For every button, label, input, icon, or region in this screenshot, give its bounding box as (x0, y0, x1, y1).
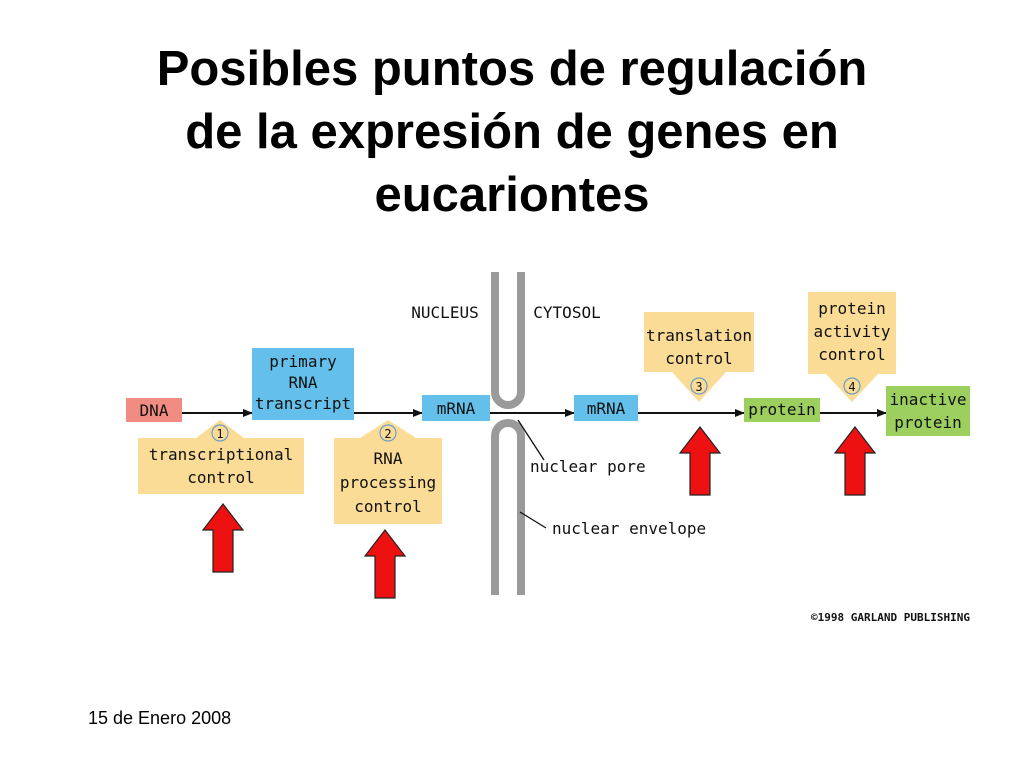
control-2-label-1: RNA (374, 449, 403, 468)
red-up-arrow-icon (678, 426, 722, 496)
control-3-label-2: control (665, 349, 732, 368)
control-1-label-1: transcriptional (149, 445, 294, 464)
red-arrow-3 (678, 426, 722, 496)
footer-date: 15 de Enero 2008 (88, 708, 232, 728)
nuclear-envelope-leader (519, 511, 547, 529)
nuclear-envelope-label: nuclear envelope (552, 519, 706, 538)
mrna-cytosol-box: mRNA (574, 395, 638, 421)
control-point-3: translation control 3 (644, 312, 754, 402)
control-2-number-circle (379, 424, 397, 442)
inactive-protein-box: inactive protein (886, 386, 970, 436)
red-arrow-2 (363, 529, 407, 599)
control-point-1: 1 transcriptional control (138, 420, 304, 494)
red-up-arrow-icon (201, 503, 245, 573)
red-arrow-1 (201, 503, 245, 573)
primary-rna-box: primary RNA transcript (252, 348, 354, 420)
dna-box: DNA (126, 398, 182, 422)
title-line-1: Posibles puntos de regulación (156, 42, 868, 96)
primary-rna-label-3: transcript (255, 394, 351, 413)
primary-rna-label-1: primary (269, 352, 337, 371)
control-4-label-1: protein (818, 299, 885, 318)
control-4-number: 4 (848, 380, 855, 394)
control-1-number: 1 (216, 427, 223, 441)
title-line-2: de la expresión de genes en (185, 105, 839, 159)
control-4-label-3: control (818, 345, 885, 364)
cytosol-label: CYTOSOL (533, 303, 600, 322)
control-3-number: 3 (695, 380, 702, 394)
red-up-arrow-icon (363, 529, 407, 599)
nucleus-label: NUCLEUS (411, 303, 478, 322)
protein-box: protein (744, 398, 820, 422)
mrna-nucleus-label: mRNA (437, 399, 476, 418)
control-point-4: protein activity control 4 (808, 292, 896, 402)
mrna-cytosol-label: mRNA (587, 399, 626, 418)
mrna-nucleus-box: mRNA (422, 395, 490, 421)
dna-label: DNA (140, 401, 169, 420)
control-point-2: 2 RNA processing control (334, 420, 442, 524)
primary-rna-label-2: RNA (289, 373, 318, 392)
nuclear-pore-leader (517, 419, 545, 461)
control-4-label-2: activity (813, 322, 890, 341)
inactive-protein-label-2: protein (894, 413, 961, 432)
nuclear-pore-label: nuclear pore (530, 457, 646, 476)
control-4-number-circle (843, 377, 861, 395)
title-line-3: eucariontes (374, 168, 650, 222)
nuclear-envelope (491, 272, 525, 595)
control-3-number-circle (690, 377, 708, 395)
control-3-label-1: translation (646, 326, 752, 345)
control-2-label-2: processing (340, 473, 436, 492)
control-2-number: 2 (384, 427, 391, 441)
inactive-protein-label-1: inactive (889, 390, 966, 409)
copyright-label: ©1998 GARLAND PUBLISHING (811, 611, 970, 624)
protein-label: protein (748, 400, 815, 419)
annotation-leaders (517, 419, 547, 529)
red-up-arrow-icon (833, 426, 877, 496)
control-2-label-3: control (354, 497, 421, 516)
control-1-number-circle (211, 424, 229, 442)
slide-title: Posibles puntos de regulación de la expr… (0, 38, 1024, 227)
control-1-label-2: control (187, 468, 254, 487)
red-arrow-4 (833, 426, 877, 496)
